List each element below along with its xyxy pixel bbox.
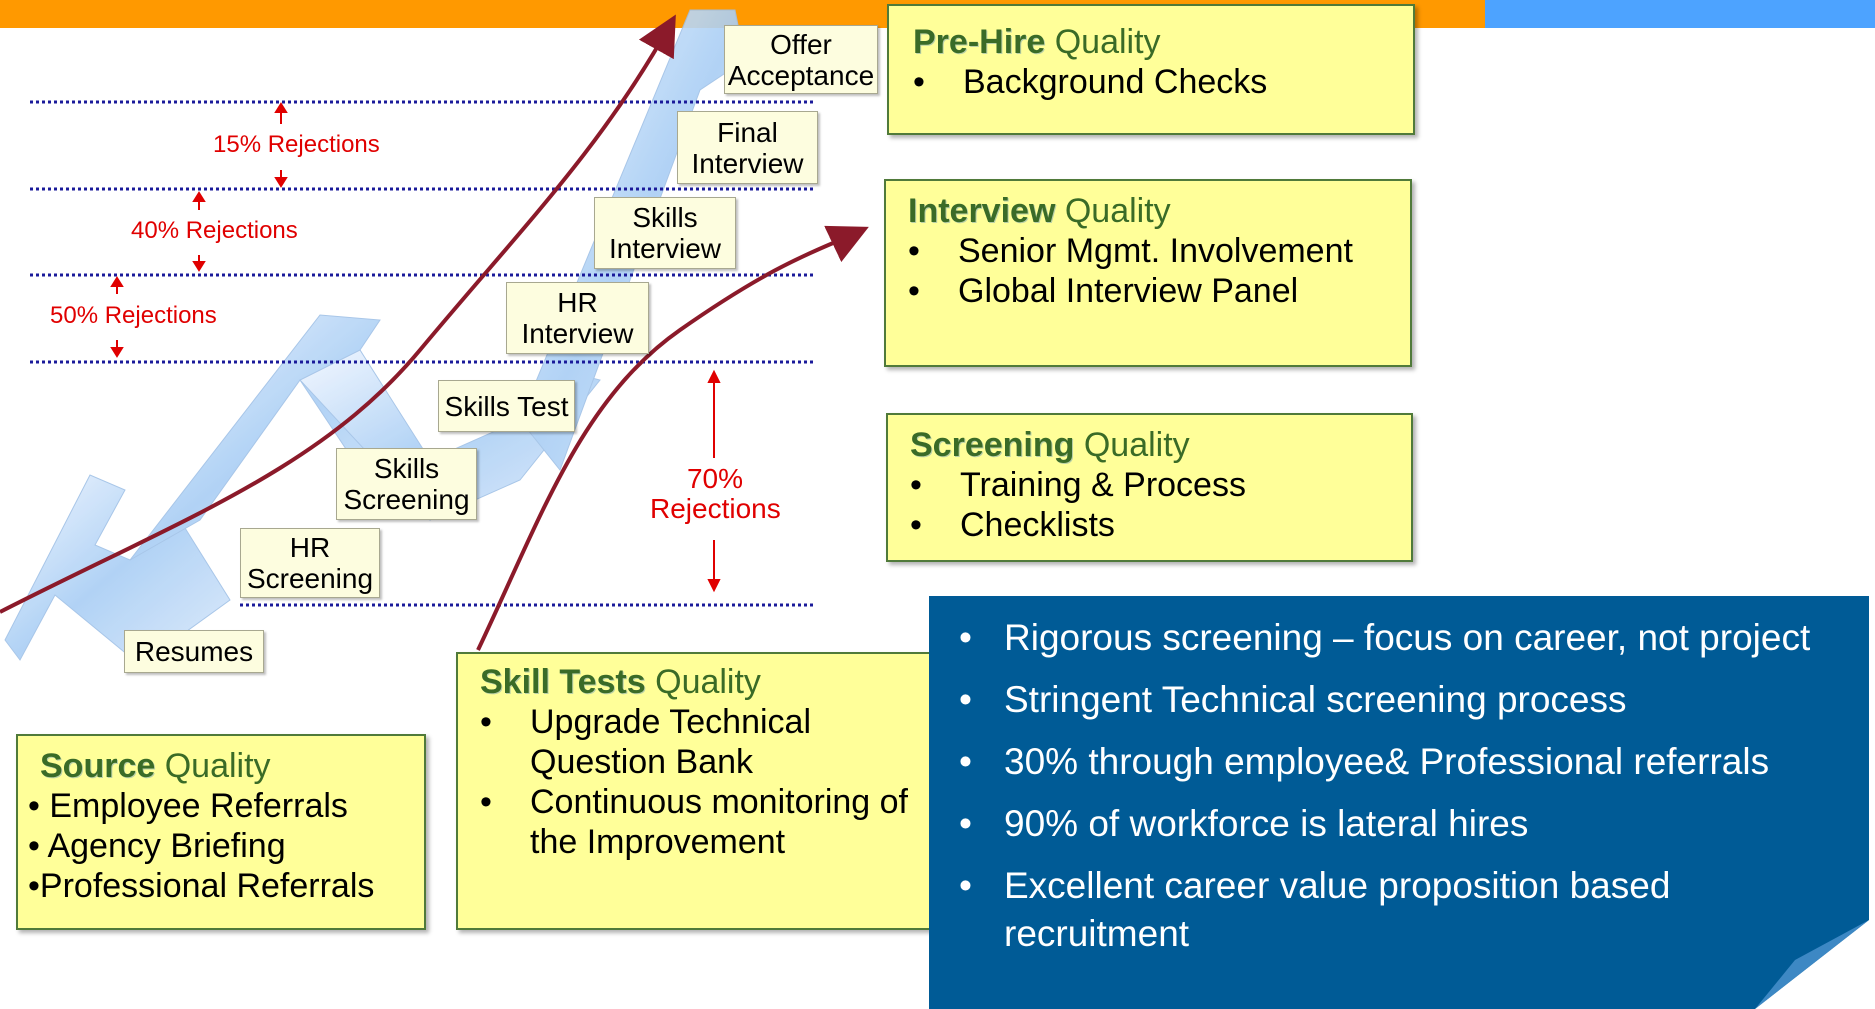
list-item: •Checklists: [910, 506, 1115, 544]
list-item-text: Senior Mgmt. Involvement: [958, 232, 1353, 270]
level-lines: [30, 100, 815, 607]
step-hr-screening: HR Screening: [240, 528, 380, 598]
list-item-text: Global Interview Panel: [958, 272, 1299, 310]
list-item-text: Upgrade Technical Question Bank: [530, 703, 811, 781]
step-label-line: Screening: [343, 484, 470, 515]
box-title: Skill Tests Quality: [480, 662, 951, 702]
box-title-suffix: Quality: [645, 663, 761, 701]
skill-tests-quality-box: Skill Tests Quality •Upgrade Technical Q…: [456, 652, 953, 930]
highlight-item: •Rigorous screening – focus on career, n…: [959, 614, 1839, 662]
rejection-40: 40% Rejections: [131, 217, 298, 244]
source-trend-arrow: [0, 14, 676, 614]
step-resumes: Resumes: [124, 630, 264, 673]
list-item: •Training & Process: [910, 466, 1246, 504]
pre-hire-quality-box: Pre-Hire Quality •Background Checks: [887, 4, 1415, 135]
highlight-item: •30% through employee& Professional refe…: [959, 738, 1839, 786]
rejection-70: 70% Rejections: [650, 463, 781, 524]
list-item: • Agency Briefing: [28, 827, 286, 865]
step-label-line: Skills: [632, 202, 698, 233]
box-title: Pre-Hire Quality: [913, 22, 1413, 62]
step-label-line: Acceptance: [727, 59, 875, 91]
list-item: •Background Checks: [913, 63, 1268, 101]
highlight-text: Excellent career value proposition based…: [1004, 865, 1671, 954]
box-title-suffix: Quality: [155, 747, 271, 785]
box-title-bold: Screening: [910, 426, 1075, 464]
step-skills-interview: Skills Interview: [594, 197, 736, 269]
box-title-suffix: Quality: [1074, 426, 1190, 464]
list-item-text: Training & Process: [960, 466, 1246, 504]
highlight-text: 90% of workforce is lateral hires: [1004, 803, 1529, 844]
source-quality-box: Source Quality • Employee Referrals • Ag…: [16, 734, 426, 930]
highlight-item: •Excellent career value proposition base…: [959, 862, 1839, 958]
box-title-bold: Skill Tests: [480, 663, 646, 701]
interview-quality-box: Interview Quality •Senior Mgmt. Involvem…: [884, 179, 1412, 367]
rejection-50: 50% Rejections: [50, 302, 217, 329]
step-label-line: Interview: [521, 318, 634, 349]
highlights-panel: •Rigorous screening – focus on career, n…: [929, 596, 1869, 1009]
list-item: •Professional Referrals: [28, 867, 375, 905]
step-label-line: Final: [717, 116, 778, 148]
list-item: •Senior Mgmt. Involvement: [908, 232, 1353, 270]
highlight-text: Stringent Technical screening process: [1004, 679, 1627, 720]
box-title: Source Quality: [40, 746, 424, 786]
rejection-70-label: Rejections: [650, 493, 781, 524]
box-title-bold: Pre-Hire: [913, 23, 1046, 61]
list-item: •Global Interview Panel: [908, 272, 1299, 310]
screening-quality-box: Screening Quality •Training & Process •C…: [886, 413, 1413, 562]
list-item-text: Checklists: [960, 506, 1115, 544]
box-title-bold: Interview: [908, 192, 1056, 230]
rejection-70-value: 70%: [686, 463, 744, 494]
box-title: Screening Quality: [910, 425, 1411, 465]
box-title-suffix: Quality: [1055, 192, 1171, 230]
step-label-line: HR: [557, 287, 598, 318]
list-item-text: Background Checks: [963, 63, 1268, 101]
rejection-15: 15% Rejections: [213, 131, 380, 158]
step-label-line: Skills: [373, 453, 440, 484]
page-curl: [1755, 920, 1869, 1009]
highlight-text: Rigorous screening – focus on career, no…: [1004, 617, 1811, 658]
step-offer-acceptance: Offer Acceptance: [724, 25, 878, 94]
list-item: • Employee Referrals: [28, 787, 348, 825]
step-label-line: Interview: [691, 147, 804, 179]
skill-trend-arrow: [476, 225, 869, 651]
step-skills-screening: Skills Screening: [336, 448, 477, 520]
list-item: •Upgrade Technical Question Bank: [480, 702, 951, 782]
highlight-item: •90% of workforce is lateral hires: [959, 800, 1839, 848]
step-final-interview: Final Interview: [677, 111, 818, 184]
header-bar-right: [1485, 0, 1875, 28]
list-item-text: Continuous monitoring of the Improvement: [530, 783, 909, 861]
step-label: Skills Test: [444, 390, 569, 422]
box-title-suffix: Quality: [1045, 23, 1161, 61]
list-item: •Continuous monitoring of the Improvemen…: [480, 782, 951, 862]
step-label-line: Offer: [770, 28, 832, 60]
step-label-line: HR: [289, 532, 331, 563]
step-hr-interview: HR Interview: [506, 282, 649, 354]
step-label-line: Interview: [608, 233, 722, 264]
box-title: Interview Quality: [908, 191, 1410, 231]
step-skills-test: Skills Test: [438, 380, 575, 432]
step-label-line: Screening: [246, 563, 374, 594]
box-title-bold: Source: [40, 747, 156, 785]
highlight-item: •Stringent Technical screening process: [959, 676, 1839, 724]
rejection-arrows: [110, 102, 721, 593]
step-label: Resumes: [134, 636, 254, 667]
highlight-text: 30% through employee& Professional refer…: [1004, 741, 1770, 782]
